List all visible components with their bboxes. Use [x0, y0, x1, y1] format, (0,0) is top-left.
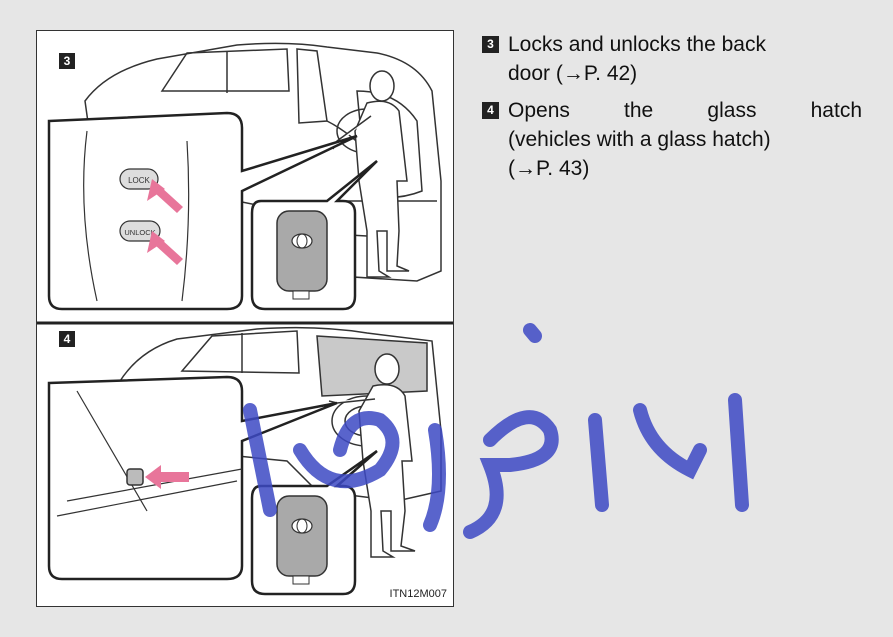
item-text-line: door (→P. 42) [508, 62, 638, 85]
unlock-button-illustration: UNLOCK [119, 220, 161, 242]
figure-code: ITN12M007 [389, 588, 447, 600]
keyfob-bottom [276, 495, 328, 585]
unlock-label: UNLOCK [124, 228, 155, 237]
figure-badge-4: 4 [59, 331, 75, 347]
description-item-4: 4 Opens the glass hatch (vehicles with a… [482, 96, 862, 183]
door-lines-bottom [56, 390, 243, 517]
word: hatch [810, 99, 862, 122]
figure-badge-3: 3 [59, 53, 75, 69]
description-list: 3 Locks and unlocks the back door (→P. 4… [482, 30, 862, 191]
illustration-svg: LOCK UNLOCK [37, 42, 453, 596]
callout-top-left [47, 111, 358, 311]
item-text-line: Opens the glass hatch [508, 96, 862, 125]
item-text-line: (vehicles with a glass hatch) [508, 128, 771, 151]
keyfob-top [276, 210, 328, 300]
item-badge: 3 [482, 36, 499, 53]
item-badge: 4 [482, 102, 499, 119]
glass-hatch-opener-illustration [126, 468, 144, 486]
lock-button-illustration: LOCK [119, 168, 159, 190]
door-lines-top [83, 130, 190, 302]
word: Opens [508, 99, 570, 122]
press-arrow-bottom [145, 465, 189, 489]
word: the [624, 99, 654, 122]
press-arrows-top [147, 179, 183, 265]
item-text-line: Locks and unlocks the back [508, 33, 766, 56]
person-figure-top [332, 70, 410, 278]
description-item-3: 3 Locks and unlocks the back door (→P. 4… [482, 30, 862, 88]
illustration-figure: LOCK UNLOCK [36, 30, 454, 607]
lock-label: LOCK [128, 176, 150, 185]
word: glass [707, 99, 757, 122]
item-text-line: (→P. 43) [508, 157, 590, 180]
